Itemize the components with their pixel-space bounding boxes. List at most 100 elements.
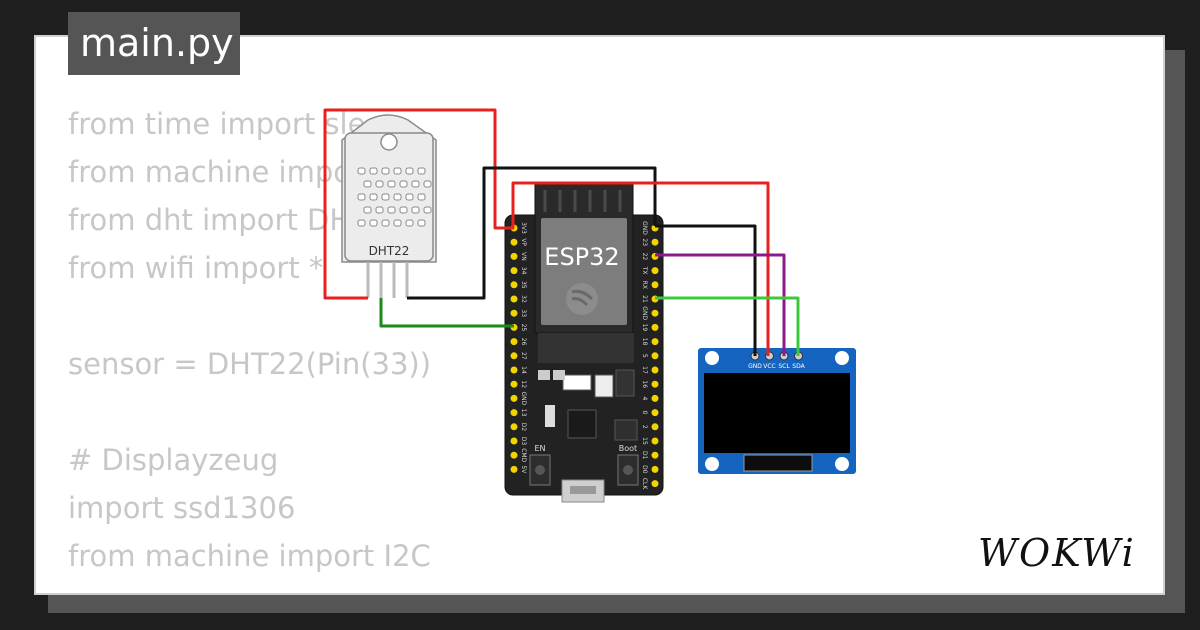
esp32-board[interactable]: ESP32 EN Boot 3V3VPVN343532332526271412G… [504,182,664,503]
header-pin [650,337,660,347]
header-pin [509,351,519,361]
header-pin [509,237,519,247]
wire-dht-vcc [323,108,514,300]
vent-hole [393,219,402,227]
vent-hole [423,180,432,188]
pin-label: 22 [641,253,648,261]
header-pin [509,436,519,446]
header-pin [650,479,660,489]
vent-hole [387,206,396,214]
file-tab[interactable]: main.py [68,12,240,75]
vent-hole [423,206,432,214]
pin-label: D2 [520,423,527,432]
pin-label: 18 [641,338,648,346]
vent-hole [369,193,378,201]
vent-hole [375,180,384,188]
vent-hole [411,180,420,188]
header-pin [650,408,660,418]
vent-hole [357,193,366,201]
pin-label: 13 [520,409,527,417]
header-pin [650,436,660,446]
pin-label: TX [641,266,648,275]
header-pin [509,280,519,290]
vent-hole [357,167,366,175]
header-pin [509,294,519,304]
pin-label: 17 [641,366,648,374]
header-pin [509,379,519,389]
dht22-label: DHT22 [369,244,410,258]
vent-hole [363,180,372,188]
header-pin [509,365,519,375]
pin-label: 5V [520,465,527,474]
wire-dht-data [379,298,514,328]
vent-hole [387,180,396,188]
code-preview: from time import sleep from machine impo… [68,103,431,583]
wokwi-logo: WOKWi [978,531,1136,575]
pin-label: 5 [641,354,648,358]
pin-label: 33 [520,309,527,317]
vent-hole [405,167,414,175]
header-pin [650,393,660,403]
pin-label: RX [641,281,648,289]
vent-hole [393,167,402,175]
header-pin [650,422,660,432]
code-line: from machine import I2C [68,539,431,573]
header-pin [650,351,660,361]
header-pin [650,365,660,375]
vent-hole [417,193,426,201]
wire-oled-scl [655,253,786,356]
pin-label: 21 [641,295,648,303]
pin-label: 3V3 [520,222,527,234]
header-pin [509,393,519,403]
pin-label: GND [641,306,648,320]
oled-pin-label: SDA [792,363,805,370]
pin-label: CMD [520,448,527,462]
pin-label: 27 [520,352,527,360]
header-pin [509,408,519,418]
wokwi-logo-text: WOKWi [978,531,1136,575]
code-line: import ssd1306 [68,491,296,525]
header-pin [650,464,660,474]
header-pin [650,308,660,318]
en-label: EN [534,444,545,453]
vent-hole [399,206,408,214]
code-line: # Displayzeug [68,443,279,477]
vent-hole [381,219,390,227]
vent-hole [399,180,408,188]
header-pin [509,450,519,460]
pin-label: 0 [641,411,648,415]
header-pin [509,422,519,432]
pin-label: 12 [520,380,527,388]
pin-label: 23 [641,238,648,246]
dht22-sensor[interactable]: DHT22 [341,114,437,298]
header-pin [650,450,660,460]
pin-label: 4 [641,396,648,400]
pin-label: D1 [641,451,648,460]
pin-label: VP [520,238,527,246]
header-pin [650,266,660,276]
vent-hole [393,193,402,201]
header-pin [509,464,519,474]
pin-label: 34 [520,267,527,275]
vent-hole [417,167,426,175]
pin-label: D3 [520,437,527,446]
vent-hole [405,219,414,227]
pin-label: GND [520,392,527,406]
oled-pin-label: VCC [763,363,775,370]
pin-label: 19 [641,324,648,332]
header-pin [509,308,519,318]
wire-oled-gnd [655,224,757,356]
header-pin [650,237,660,247]
vent-hole [363,206,372,214]
vent-hole [381,167,390,175]
boot-label: Boot [619,444,637,453]
pin-label: 25 [520,324,527,332]
header-pin [650,280,660,290]
header-pin [650,322,660,332]
header-pin [509,266,519,276]
esp32-label: ESP32 [544,243,619,271]
pin-label: 35 [520,281,527,289]
vent-hole [375,206,384,214]
pin-label: 26 [520,338,527,346]
